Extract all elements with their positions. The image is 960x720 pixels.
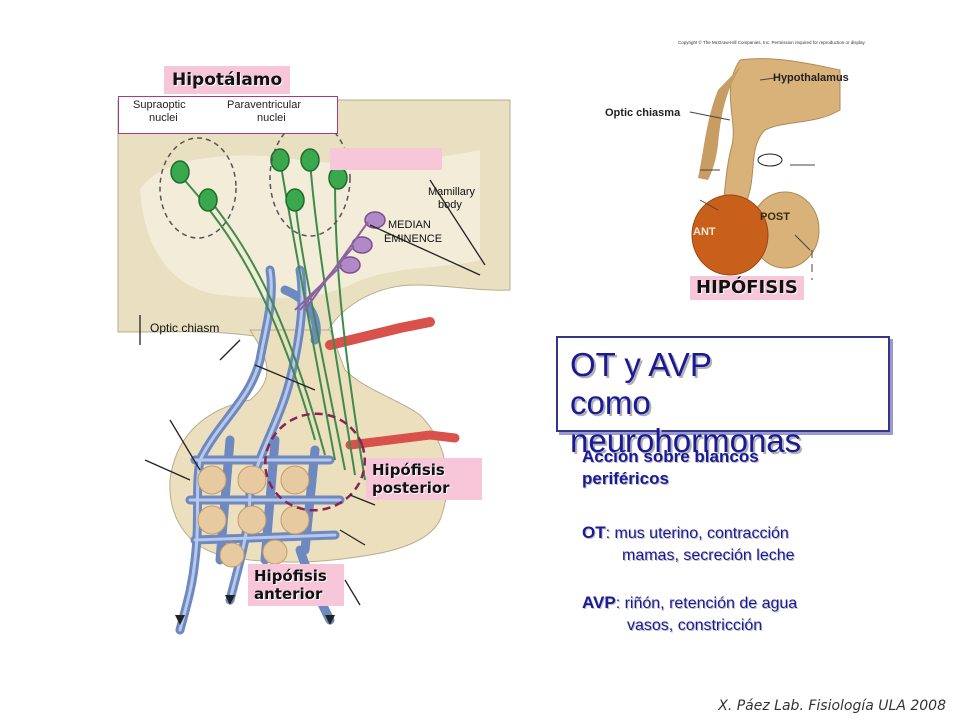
posterior-label-line2: posterior: [372, 479, 450, 497]
supraoptic-label-2: nuclei: [149, 112, 178, 124]
optic-chiasm-label: Optic chiasm: [150, 321, 219, 335]
anterior-label-line1: Hipófisis: [254, 567, 327, 585]
paraventricular-label-1: Paraventricular: [227, 99, 301, 111]
supraoptic-label-1: Supraoptic: [133, 99, 186, 111]
optic-chiasma-shape: [698, 65, 742, 180]
artery: [325, 317, 435, 350]
posterior-highlight: [263, 412, 367, 512]
purple-axons: [294, 221, 369, 311]
neurohypophysis-diagram: Mamillary body MEDIAN EMINENCE Optic chi…: [117, 99, 511, 635]
action-heading-line2: periféricos: [582, 469, 669, 488]
posterior-label-line1: Hipófisis: [372, 461, 445, 479]
title-line-1: OT y AVP: [570, 346, 712, 383]
anterior-cells: [197, 465, 310, 568]
nuclei-outlines: [159, 119, 351, 239]
author-credit: X. Páez Lab. Fisiología ULA 2008: [718, 698, 946, 714]
artery-posterior: [345, 430, 460, 450]
median-eminence-label-2: EMINENCE: [384, 233, 442, 245]
anterior-lobe: [691, 194, 769, 276]
title-box: OT y AVP como neurohormonas: [556, 336, 890, 459]
pink-bar: [330, 148, 442, 170]
pointer-lines: [139, 179, 486, 606]
flow-arrows: [175, 595, 335, 625]
right-pointer-lines: [689, 77, 815, 280]
pituitary-diagram: Hypothalamus Optic chiasma ANT POST: [605, 58, 849, 280]
mamillary-label-2: body: [438, 199, 462, 211]
hypothalamus-label: Hipotálamo: [164, 66, 291, 95]
avp-line2: vasos, constricción: [627, 617, 763, 634]
ant-label: ANT: [693, 226, 716, 238]
hypothalamus-label: Hypothalamus: [773, 72, 849, 84]
copyright-note: Copyright © The McGraw-Hill Companies, I…: [678, 40, 866, 45]
avp-label: AVP: [582, 593, 616, 612]
ot-line2: mamas, secreción leche: [622, 547, 795, 564]
hypothalamus-shape: [719, 58, 841, 226]
purple-neurons: [339, 211, 386, 274]
ot-line1: : mus uterino, contracción: [605, 525, 789, 542]
median-eminence-label-1: MEDIAN: [388, 219, 431, 231]
optic-chiasma-label: Optic chiasma: [605, 107, 681, 119]
ot-block: OT: mus uterino, contracción mamas, secr…: [582, 522, 795, 567]
action-heading-line1: Acción sobre blancos: [582, 447, 759, 466]
anterior-label: Hipófisis anterior: [248, 564, 344, 606]
mamillary-label-1: Mamillary: [428, 186, 476, 198]
posterior-label: Hipófisis posterior: [366, 458, 482, 500]
ventricle-region: [140, 150, 480, 298]
stalk-ring: [757, 153, 783, 167]
hipofisis-label: HIPÓFISIS: [690, 276, 804, 300]
avp-block: AVP: riñón, retención de agua vasos, con…: [582, 592, 797, 637]
post-label: POST: [760, 211, 790, 223]
nuclei-label-box: Supraoptic nuclei Paraventricular nuclei: [118, 96, 338, 134]
ot-label: OT: [582, 523, 606, 542]
anterior-label-line2: anterior: [254, 585, 323, 603]
paraventricular-label-2: nuclei: [257, 112, 286, 124]
action-heading: Acción sobre blancos periféricos: [582, 446, 759, 490]
title-line-2: como neurohormonas: [570, 384, 802, 459]
avp-line1: : riñón, retención de agua: [615, 595, 798, 612]
